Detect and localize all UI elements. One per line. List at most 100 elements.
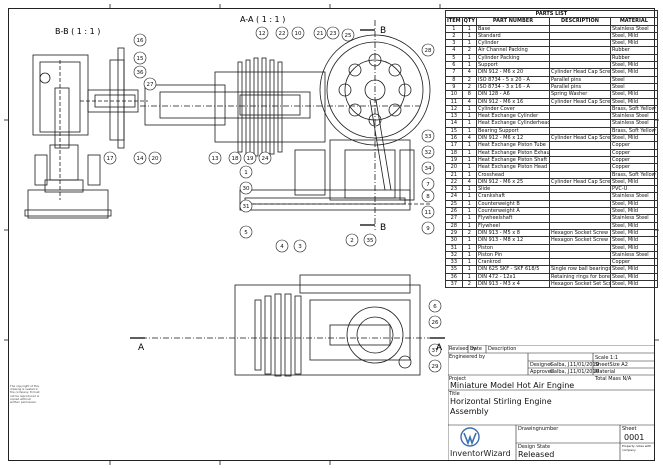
balloon-circle (103, 151, 117, 165)
parts-list-cell: DIN 912 - M6 x 16 (475, 97, 550, 106)
balloon-label: 20 (152, 156, 159, 162)
balloon-circle (313, 26, 327, 40)
parts-list-cell: 13 (445, 112, 463, 121)
parts-list-cell (548, 46, 611, 55)
balloon-circle (345, 233, 359, 247)
parts-list-cell: Heat Exchange Piston Shaft (475, 155, 550, 165)
section-label-bb: B-B ( 1 : 1 ) (55, 27, 100, 36)
parts-list-cell: DIN 625 SKF - SKF 618/5 (475, 265, 550, 274)
parts-list-cell: DIN 912 - M6 x 25 (475, 177, 550, 187)
parts-list-cell (548, 148, 611, 157)
balloon-label: 13 (212, 156, 219, 162)
parts-list-header-1: QTY (461, 17, 477, 26)
parts-list-cell: 1 (461, 272, 477, 282)
parts-list-cell (548, 170, 611, 179)
copyright-notice: The copyright of this drawing is vested … (10, 385, 40, 405)
balloon-circle (239, 181, 253, 195)
balloon-circle (421, 205, 435, 219)
design-date: 11/01/2010 (570, 362, 599, 368)
parts-list-cell: Retaining rings for bores (548, 272, 611, 282)
balloon-label: 37 (432, 348, 439, 354)
parts-list-cell: 1 (461, 236, 477, 245)
balloon-label: 3 (298, 244, 302, 250)
parts-list-cell: Steel, Mild (609, 68, 658, 77)
parts-list-cell: Steel, Mild (609, 236, 658, 245)
parts-list-cell (548, 199, 611, 209)
parts-list-cell: Flywheel (475, 221, 550, 230)
balloon-label: 11 (425, 210, 432, 216)
parts-list-cell (548, 206, 611, 216)
balloon-circle (133, 33, 147, 47)
parts-list-cell (548, 39, 611, 48)
parts-list-cell: 1 (461, 170, 477, 179)
parts-list-cell: 1 (461, 148, 477, 157)
parts-list-cell: Steel, Mild (609, 199, 658, 209)
revised-by-label: Revised by (449, 346, 477, 352)
parts-list-cell: 2 (445, 31, 463, 41)
balloon-label: 22 (279, 31, 286, 37)
cut-label-b-bottom: B (380, 223, 386, 233)
parts-list-cell: Cylinder Packing (475, 53, 550, 63)
parts-list-cell: 12 (445, 104, 463, 114)
parts-list-cell: 8 (445, 75, 463, 84)
balloon-circle (293, 239, 307, 253)
parts-list-cell: Steel, Mild (609, 221, 658, 230)
parts-list-cell: Counterweight B (475, 199, 550, 209)
parts-list-cell: Steel, Mild (609, 228, 658, 238)
parts-list-cell: Stainless Steel (609, 119, 658, 128)
drawing-number-label: Drawingnumber (518, 426, 559, 432)
parts-list-cell: 10 (445, 90, 463, 99)
balloon-circle (421, 129, 435, 143)
parts-list-cell: Standard (475, 31, 550, 41)
parts-list-cell: Slide (475, 185, 550, 194)
parts-list-cell: 2 (461, 279, 477, 289)
designer-name: Galba, J. (550, 362, 571, 368)
parts-list-cell: 1 (461, 104, 477, 114)
parts-list-header-4: MATERIAL (609, 17, 658, 26)
parts-list-cell: 1 (461, 265, 477, 274)
parts-list-cell: DIN 913 - M3 x 4 (475, 279, 550, 289)
parts-list-cell: 26 (445, 206, 463, 216)
parts-list-cell: 16 (445, 134, 463, 143)
parts-list-cell (548, 243, 611, 252)
balloon-label: 7 (426, 182, 430, 188)
parts-list-cell: 2 (461, 228, 477, 238)
parts-list-cell: 1 (461, 126, 477, 136)
balloon-label: 2 (350, 238, 354, 244)
balloon-label: 14 (137, 156, 144, 162)
parts-list-cell: 1 (461, 243, 477, 252)
balloon-label: 25 (345, 33, 352, 39)
balloon-label: 5 (244, 230, 248, 236)
parts-list-cell: Cylinder Head Cap Screw (548, 97, 611, 106)
parts-list-cell: ISO 8734 - 3 x 16 - A (475, 82, 550, 92)
parts-list-cell: Cylinder Head Cap Screw (548, 134, 611, 143)
parts-list-cell: 7 (445, 68, 463, 77)
parts-list-cell: Hexagon Socket Screw (548, 236, 611, 245)
parts-list-cell (548, 250, 611, 260)
parts-list-cell: 1 (461, 192, 477, 201)
parts-list-cell: 20 (445, 163, 463, 172)
parts-list-cell: 27 (445, 214, 463, 223)
title-block: Revised by Date Description Engineered b… (448, 345, 655, 461)
parts-list-cell: 33 (445, 258, 463, 267)
parts-list-cell: 1 (461, 250, 477, 260)
parts-list-cell: 1 (461, 24, 477, 33)
parts-list-cell: Base (475, 24, 550, 33)
parts-list-cell (548, 126, 611, 136)
balloon-circle (421, 161, 435, 175)
balloon-label: 6 (433, 304, 437, 310)
parts-list-cell: Spring Washer (548, 90, 611, 99)
parts-list-cell: 30 (445, 236, 463, 245)
